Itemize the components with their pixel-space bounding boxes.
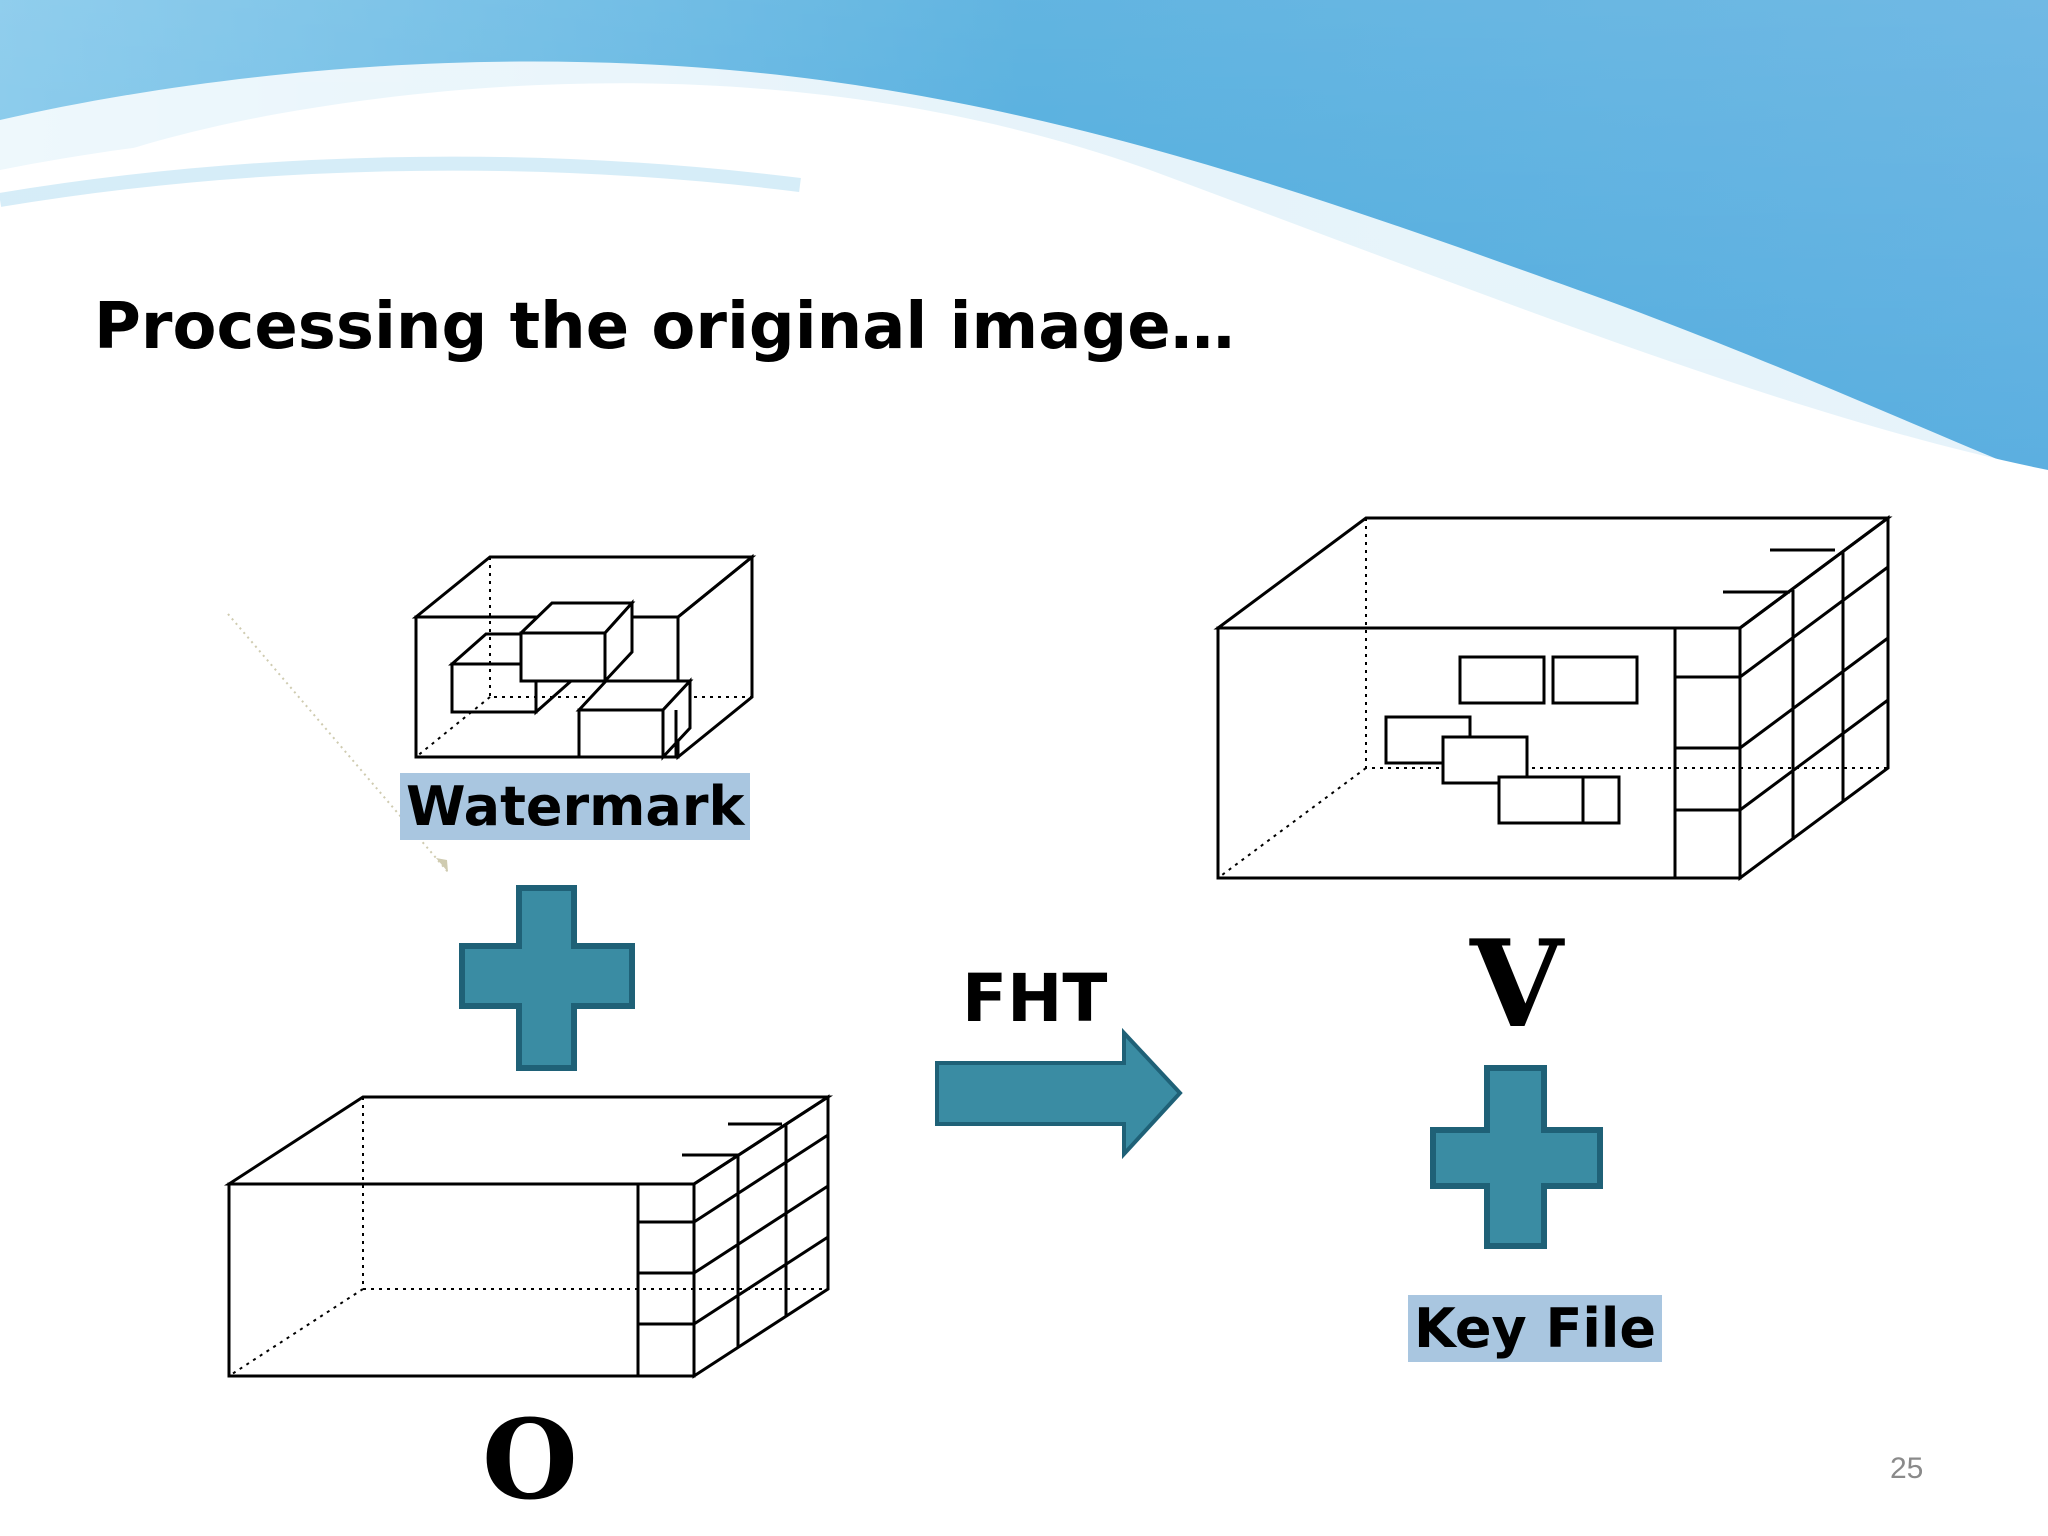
right-arrow-icon bbox=[935, 1027, 1183, 1160]
plus-icon bbox=[459, 885, 635, 1071]
symbol-v: V bbox=[1470, 914, 1564, 1055]
fht-label: FHT bbox=[962, 960, 1108, 1037]
watermark-label-text: Watermark bbox=[400, 773, 751, 840]
transformed-cube-icon bbox=[1213, 515, 1893, 881]
plus-icon bbox=[1430, 1065, 1603, 1249]
key-file-label-text: Key File bbox=[1408, 1295, 1663, 1362]
original-image-cube-icon bbox=[223, 1094, 834, 1379]
page-number: 25 bbox=[1890, 1452, 1924, 1485]
key-file-label: Key File bbox=[1408, 1295, 1663, 1362]
watermark-cube-icon bbox=[411, 553, 757, 761]
watermark-label: Watermark bbox=[400, 773, 751, 840]
symbol-o: O bbox=[482, 1395, 578, 1524]
header-wave-background bbox=[0, 0, 2048, 520]
slide-title: Processing the original image… bbox=[94, 290, 1235, 364]
